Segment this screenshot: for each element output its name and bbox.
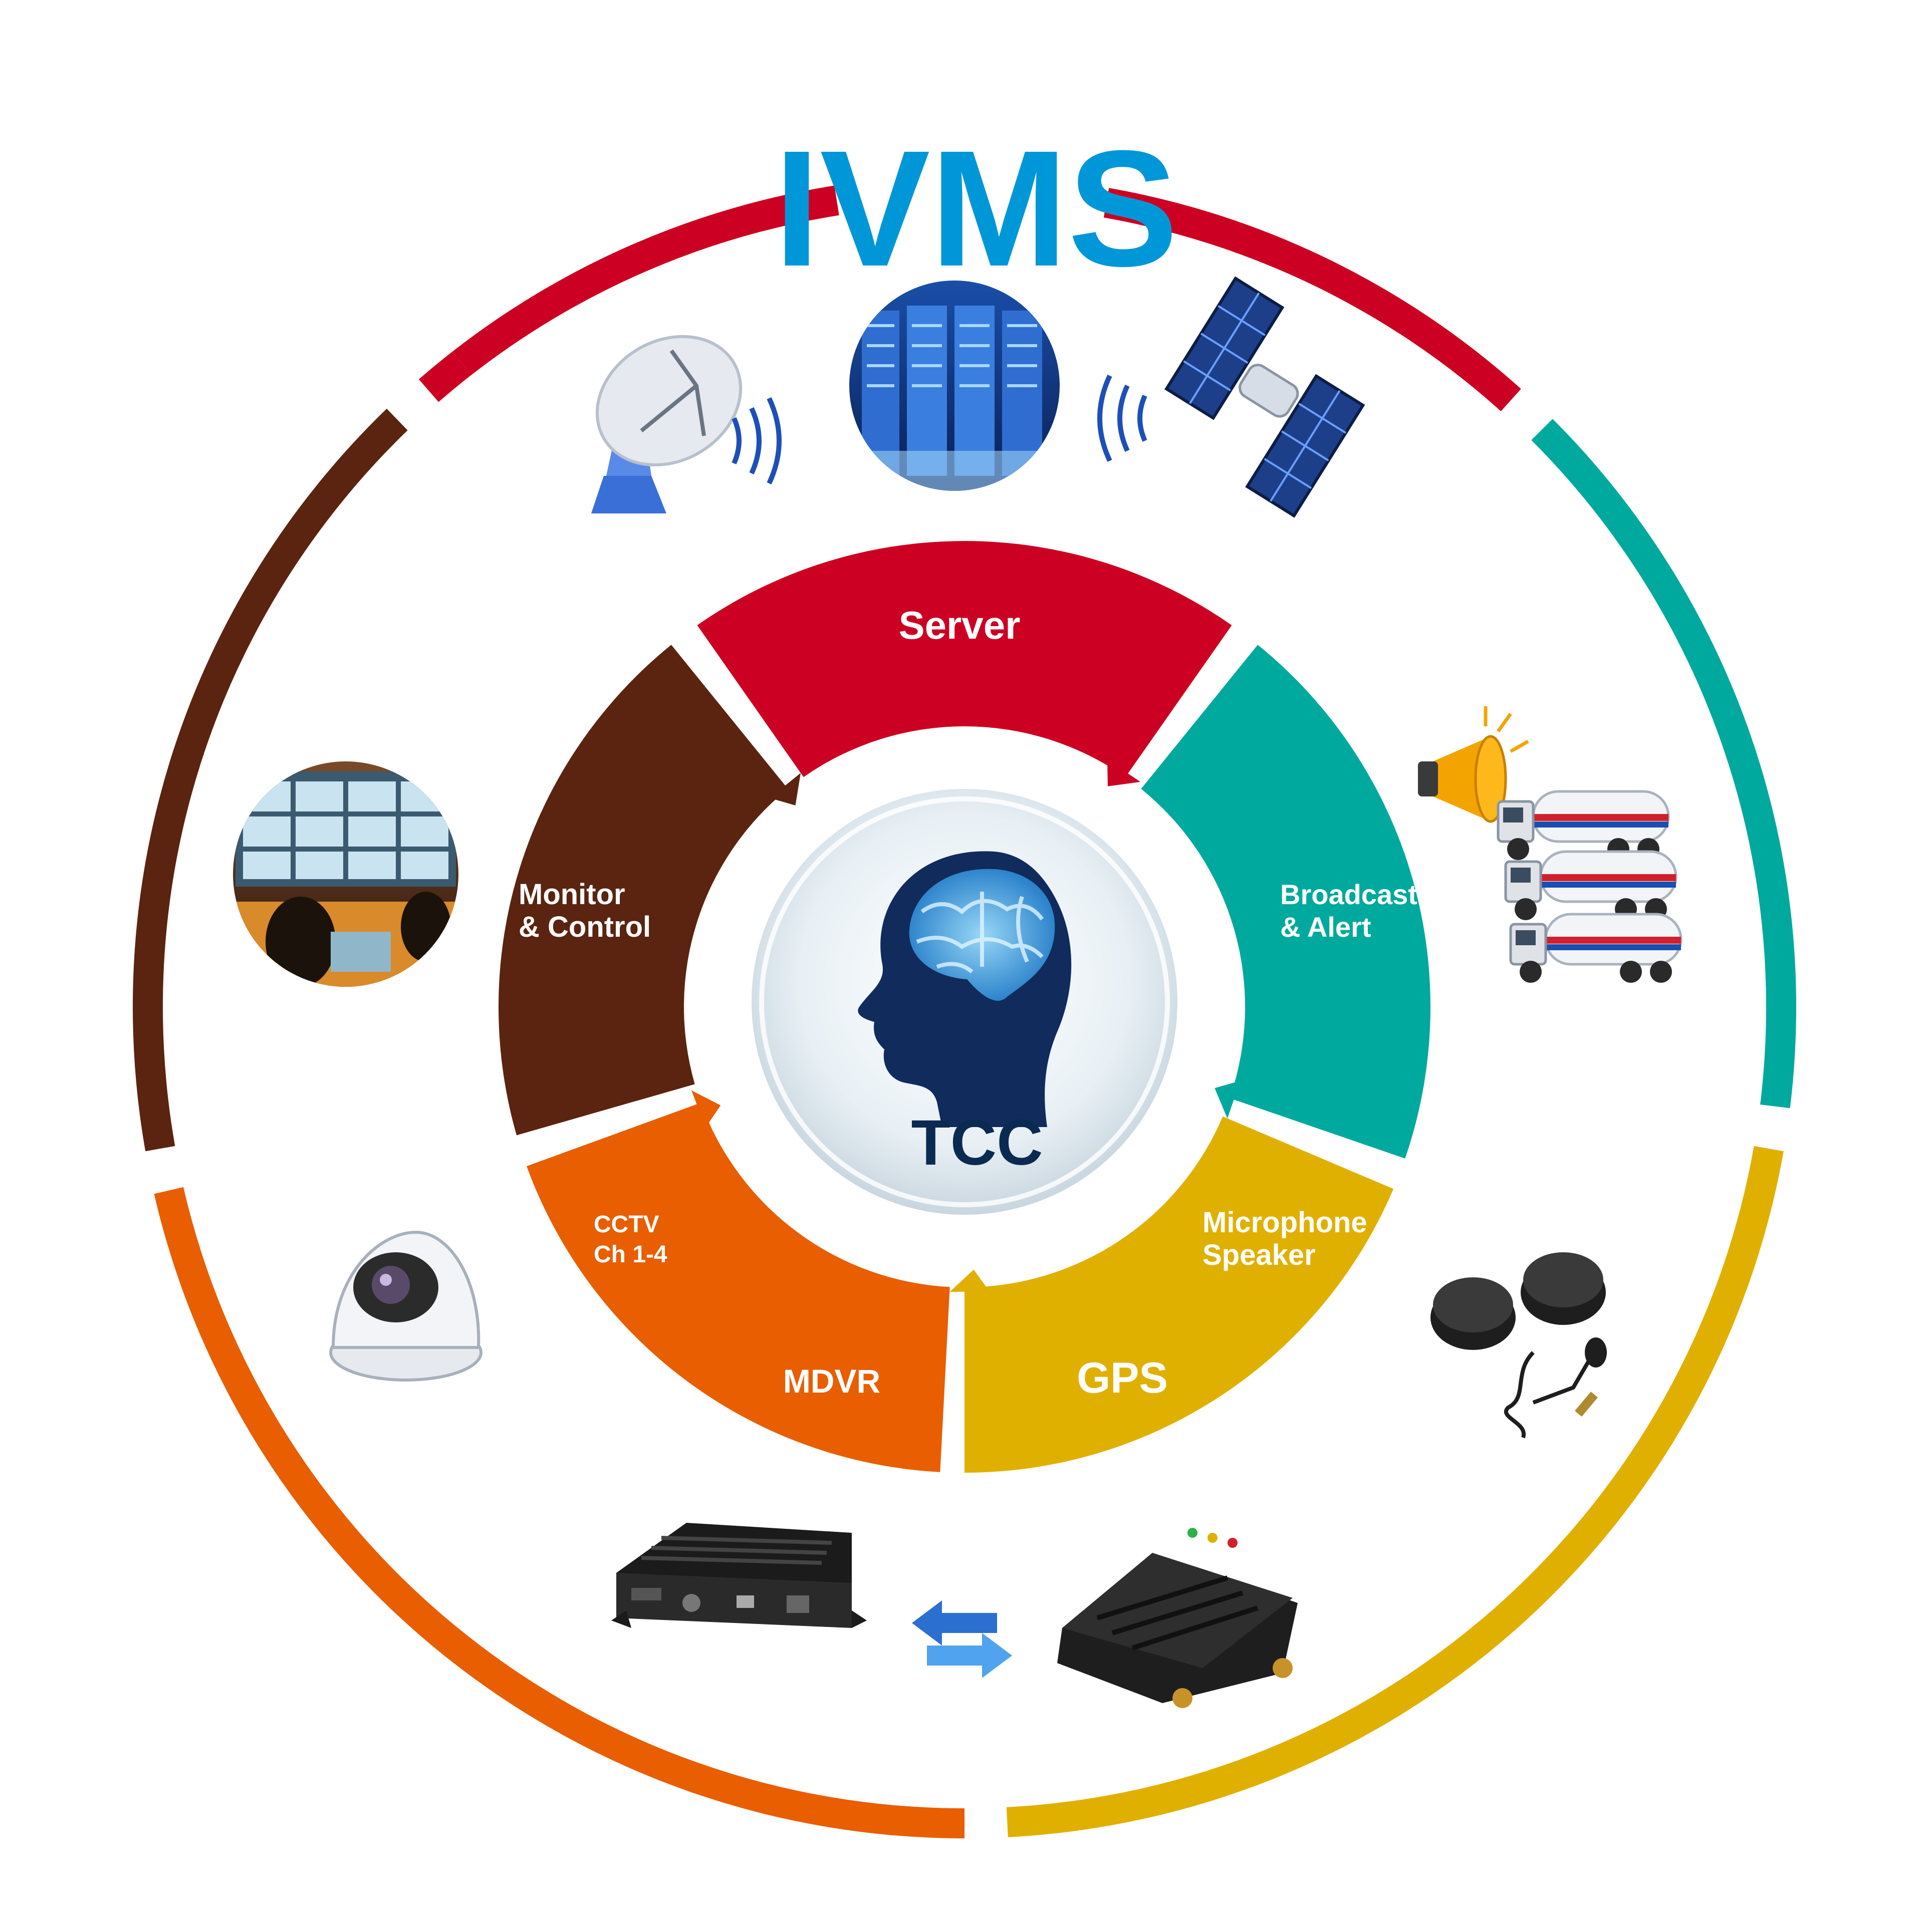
inner-ring-segment-gps — [964, 1116, 1394, 1473]
inner-ring-segment-monitor — [499, 645, 788, 1136]
dome-camera-icon — [329, 1230, 482, 1382]
inner-ring-pointer-server — [1107, 759, 1140, 786]
cctv-label: CCTV — [594, 1211, 659, 1238]
gps-label: GPS — [1077, 1354, 1168, 1402]
mdvr-device-icon — [611, 1523, 867, 1628]
monitor-label-line2: & Control — [519, 911, 651, 943]
brain-head-icon — [858, 851, 1072, 1127]
broadcast-label-line2: & Alert — [1280, 911, 1371, 943]
inner-ring-segment-broadcast — [1141, 645, 1430, 1159]
control-room-icon — [233, 761, 458, 987]
microphone-label: Microphone — [1202, 1206, 1367, 1239]
satellite-icon — [1097, 276, 1365, 518]
speaker-microphone-icon — [1430, 1252, 1607, 1439]
gps-tracker-icon — [1057, 1528, 1298, 1708]
center-hub: TCC — [752, 789, 1177, 1215]
monitor-label-line1: Monitor — [519, 878, 625, 911]
server-label: Server — [899, 603, 1021, 647]
center-label: TCC — [911, 1107, 1043, 1179]
outer-ring-segment-server — [418, 351, 471, 402]
outer-ring-segment-server — [452, 185, 839, 376]
broadcast-label-line1: Broadcast — [1280, 879, 1417, 910]
inner-ring-pointer-monitor — [770, 773, 801, 805]
outer-ring — [133, 185, 1796, 1838]
outer-ring-segment-mdvr — [154, 1187, 965, 1838]
channel-label: Ch 1-4 — [594, 1241, 667, 1268]
outer-ring-segment-gps — [1006, 1146, 1784, 1837]
inner-ring-segment-server — [697, 541, 1232, 777]
exchange-arrows-icon — [912, 1600, 1012, 1678]
satellite-dish-icon — [591, 335, 782, 513]
inner-ring — [499, 541, 1430, 1473]
title: IVMS — [774, 116, 1178, 301]
outer-ring-segment-broadcast — [1531, 419, 1796, 1109]
inner-ring-pointer-broadcast — [1215, 1080, 1241, 1119]
mdvr-label: MDVR — [783, 1362, 880, 1400]
megaphone-icon — [1418, 706, 1529, 823]
speaker-label: Speaker — [1202, 1239, 1316, 1271]
server-room-icon — [849, 281, 1060, 491]
inner-ring-pointer-gps — [949, 1269, 990, 1292]
outer-ring-segment-monitor — [133, 408, 408, 1152]
inner-ring-pointer-mdvr — [691, 1090, 721, 1128]
outer-ring-segment-server — [1103, 188, 1521, 411]
inner-ring-segment-mdvr — [527, 1103, 950, 1472]
tanker-truck-icon — [1497, 790, 1681, 983]
